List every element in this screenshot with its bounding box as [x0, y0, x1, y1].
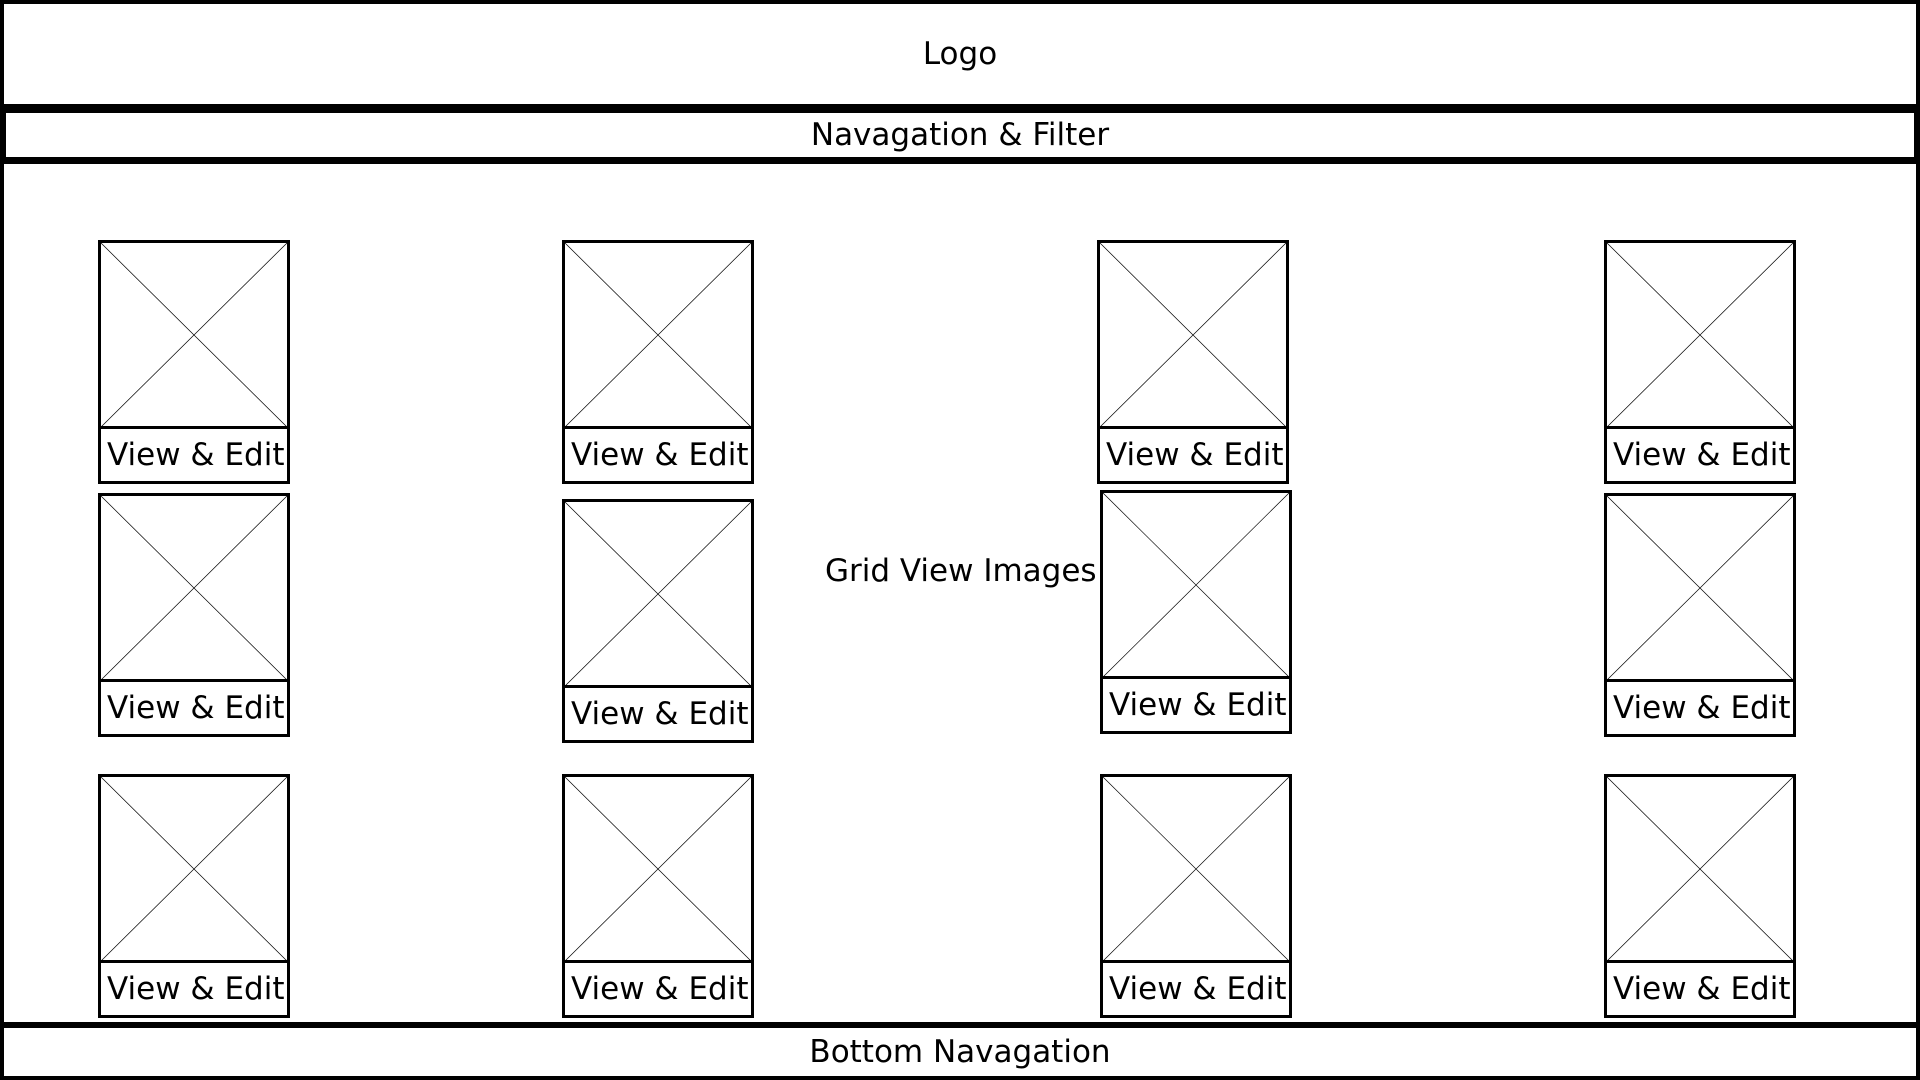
view-edit-button[interactable]: View & Edit [1604, 426, 1796, 484]
logo-header[interactable]: Logo [0, 0, 1920, 108]
image-card: View & Edit [98, 774, 290, 1018]
image-card: View & Edit [1604, 240, 1796, 484]
image-card: View & Edit [1604, 493, 1796, 737]
image-placeholder-icon[interactable] [1604, 240, 1796, 432]
bottom-navigation-label: Bottom Navagation [809, 1034, 1111, 1070]
image-placeholder-icon[interactable] [1604, 774, 1796, 966]
image-placeholder-icon[interactable] [98, 493, 290, 685]
image-card: View & Edit [98, 240, 290, 484]
image-placeholder-icon[interactable] [1604, 493, 1796, 685]
image-placeholder-icon[interactable] [98, 774, 290, 966]
image-placeholder-icon[interactable] [1100, 490, 1292, 682]
view-edit-button[interactable]: View & Edit [562, 685, 754, 743]
view-edit-button[interactable]: View & Edit [562, 960, 754, 1018]
image-placeholder-icon[interactable] [562, 774, 754, 966]
navigation-filter-bar[interactable]: Navagation & Filter [0, 107, 1920, 163]
view-edit-button[interactable]: View & Edit [1604, 960, 1796, 1018]
grid-content-area [0, 160, 1920, 1029]
bottom-navigation-bar[interactable]: Bottom Navagation [0, 1022, 1920, 1080]
logo-label: Logo [922, 36, 998, 72]
image-placeholder-icon[interactable] [562, 240, 754, 432]
view-edit-button[interactable]: View & Edit [98, 960, 290, 1018]
image-placeholder-icon[interactable] [1097, 240, 1289, 432]
view-edit-button[interactable]: View & Edit [1100, 960, 1292, 1018]
image-card: View & Edit [562, 499, 754, 743]
image-placeholder-icon[interactable] [98, 240, 290, 432]
navigation-filter-label: Navagation & Filter [810, 117, 1110, 153]
view-edit-button[interactable]: View & Edit [1100, 676, 1292, 734]
image-card: View & Edit [562, 774, 754, 1018]
view-edit-button[interactable]: View & Edit [1097, 426, 1289, 484]
view-edit-button[interactable]: View & Edit [98, 426, 290, 484]
view-edit-button[interactable]: View & Edit [562, 426, 754, 484]
image-card: View & Edit [1100, 774, 1292, 1018]
grid-view-label: Grid View Images [825, 553, 1097, 589]
image-placeholder-icon[interactable] [1100, 774, 1292, 966]
image-card: View & Edit [1097, 240, 1289, 484]
image-card: View & Edit [1100, 490, 1292, 734]
image-card: View & Edit [1604, 774, 1796, 1018]
view-edit-button[interactable]: View & Edit [1604, 679, 1796, 737]
image-card: View & Edit [562, 240, 754, 484]
view-edit-button[interactable]: View & Edit [98, 679, 290, 737]
image-placeholder-icon[interactable] [562, 499, 754, 691]
image-card: View & Edit [98, 493, 290, 737]
